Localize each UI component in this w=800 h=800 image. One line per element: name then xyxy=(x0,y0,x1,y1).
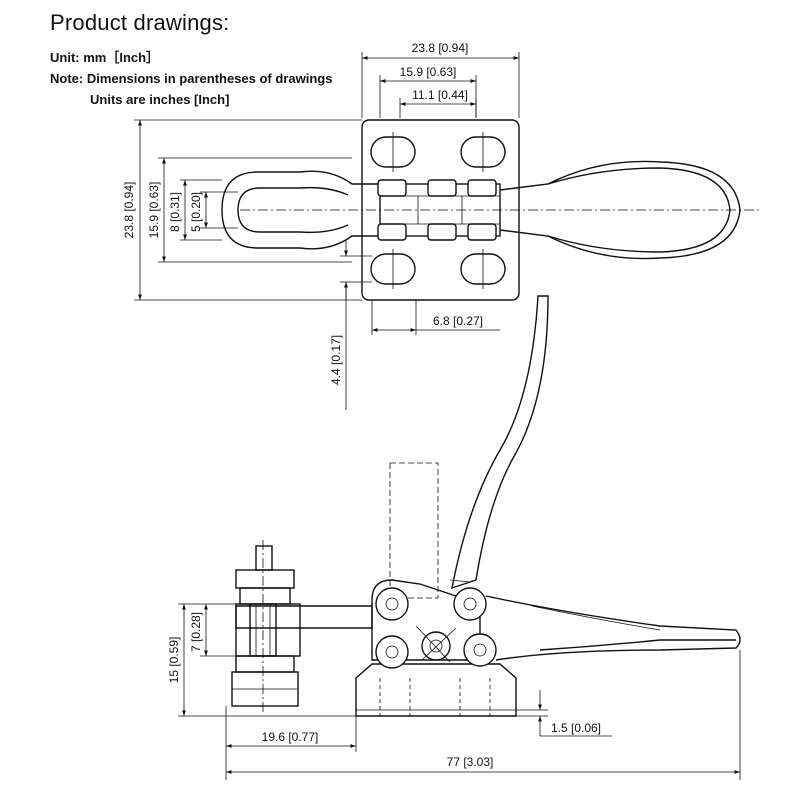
raised-handle xyxy=(451,295,549,590)
pivot-pin-bottom-2 xyxy=(427,223,457,241)
pivot-lower-left xyxy=(375,635,409,669)
clamp-arm-slot xyxy=(237,186,349,234)
handle-grip-inner xyxy=(547,167,731,253)
top-washer xyxy=(239,587,291,605)
page-title: Product drawings: xyxy=(50,10,230,35)
dim-height-8: 8 [0.31] xyxy=(168,192,182,232)
dim-height-overall: 23.8 [0.94] xyxy=(122,182,136,239)
pivot-pin-bottom-1 xyxy=(377,223,407,241)
dim-vertical: 4.4 [0.17] xyxy=(329,335,343,385)
dim-spindle: 19.6 [0.77] xyxy=(262,730,319,744)
closed-handle-grip xyxy=(539,639,736,651)
side-view: 15 [0.59] 7 [0.28] 19.6 [0.77] 77 [3.03]… xyxy=(167,295,741,780)
clamp-arm-outline xyxy=(221,170,380,250)
dim-height-mid: 15.9 [0.63] xyxy=(147,182,161,239)
bolt-tip xyxy=(255,545,273,571)
dim-width-mid: 15.9 [0.63] xyxy=(400,65,457,79)
link-frame xyxy=(371,579,481,661)
dimension-note-continued: Units are inches [Inch] xyxy=(90,92,230,107)
handle-outline xyxy=(499,160,741,260)
stop-post xyxy=(389,462,439,599)
unit-note: Unit: mm［Inch］ xyxy=(50,50,160,65)
top-view: 23.8 [0.94] 15.9 [0.63] 11.1 [0.44] 23.8… xyxy=(122,41,760,410)
top-nut xyxy=(235,569,295,589)
pivot-pin-top-3 xyxy=(467,179,497,197)
pivot-pin-top-2 xyxy=(427,179,457,197)
dimension-note: Note: Dimensions in parentheses of drawi… xyxy=(50,71,333,86)
pivot-pin-top-1 xyxy=(377,179,407,197)
dim-width-inner: 11.1 [0.44] xyxy=(412,88,468,102)
dim-height-7: 7 [0.28] xyxy=(189,612,203,652)
pivot-upper-left xyxy=(375,587,409,621)
dim-base-thickness: 1.5 [0.06] xyxy=(551,721,601,735)
dim-offset: 6.8 [0.27] xyxy=(433,314,483,328)
pivot-lower-right xyxy=(463,633,497,667)
dim-width-overall: 23.8 [0.94] xyxy=(412,41,469,55)
closed-handle xyxy=(485,595,741,661)
dim-length: 77 [3.03] xyxy=(447,755,494,769)
pivot-upper-right xyxy=(453,587,487,621)
dim-height-5: 5 [0.20] xyxy=(189,192,203,232)
drawing-notes: Unit: mm［Inch］ Note: Dimensions in paren… xyxy=(50,47,332,110)
lower-washer xyxy=(235,655,295,673)
clamp-bar-end xyxy=(235,603,301,657)
pivot-pin-bottom-3 xyxy=(467,223,497,241)
dim-height-15: 15 [0.59] xyxy=(167,637,181,684)
